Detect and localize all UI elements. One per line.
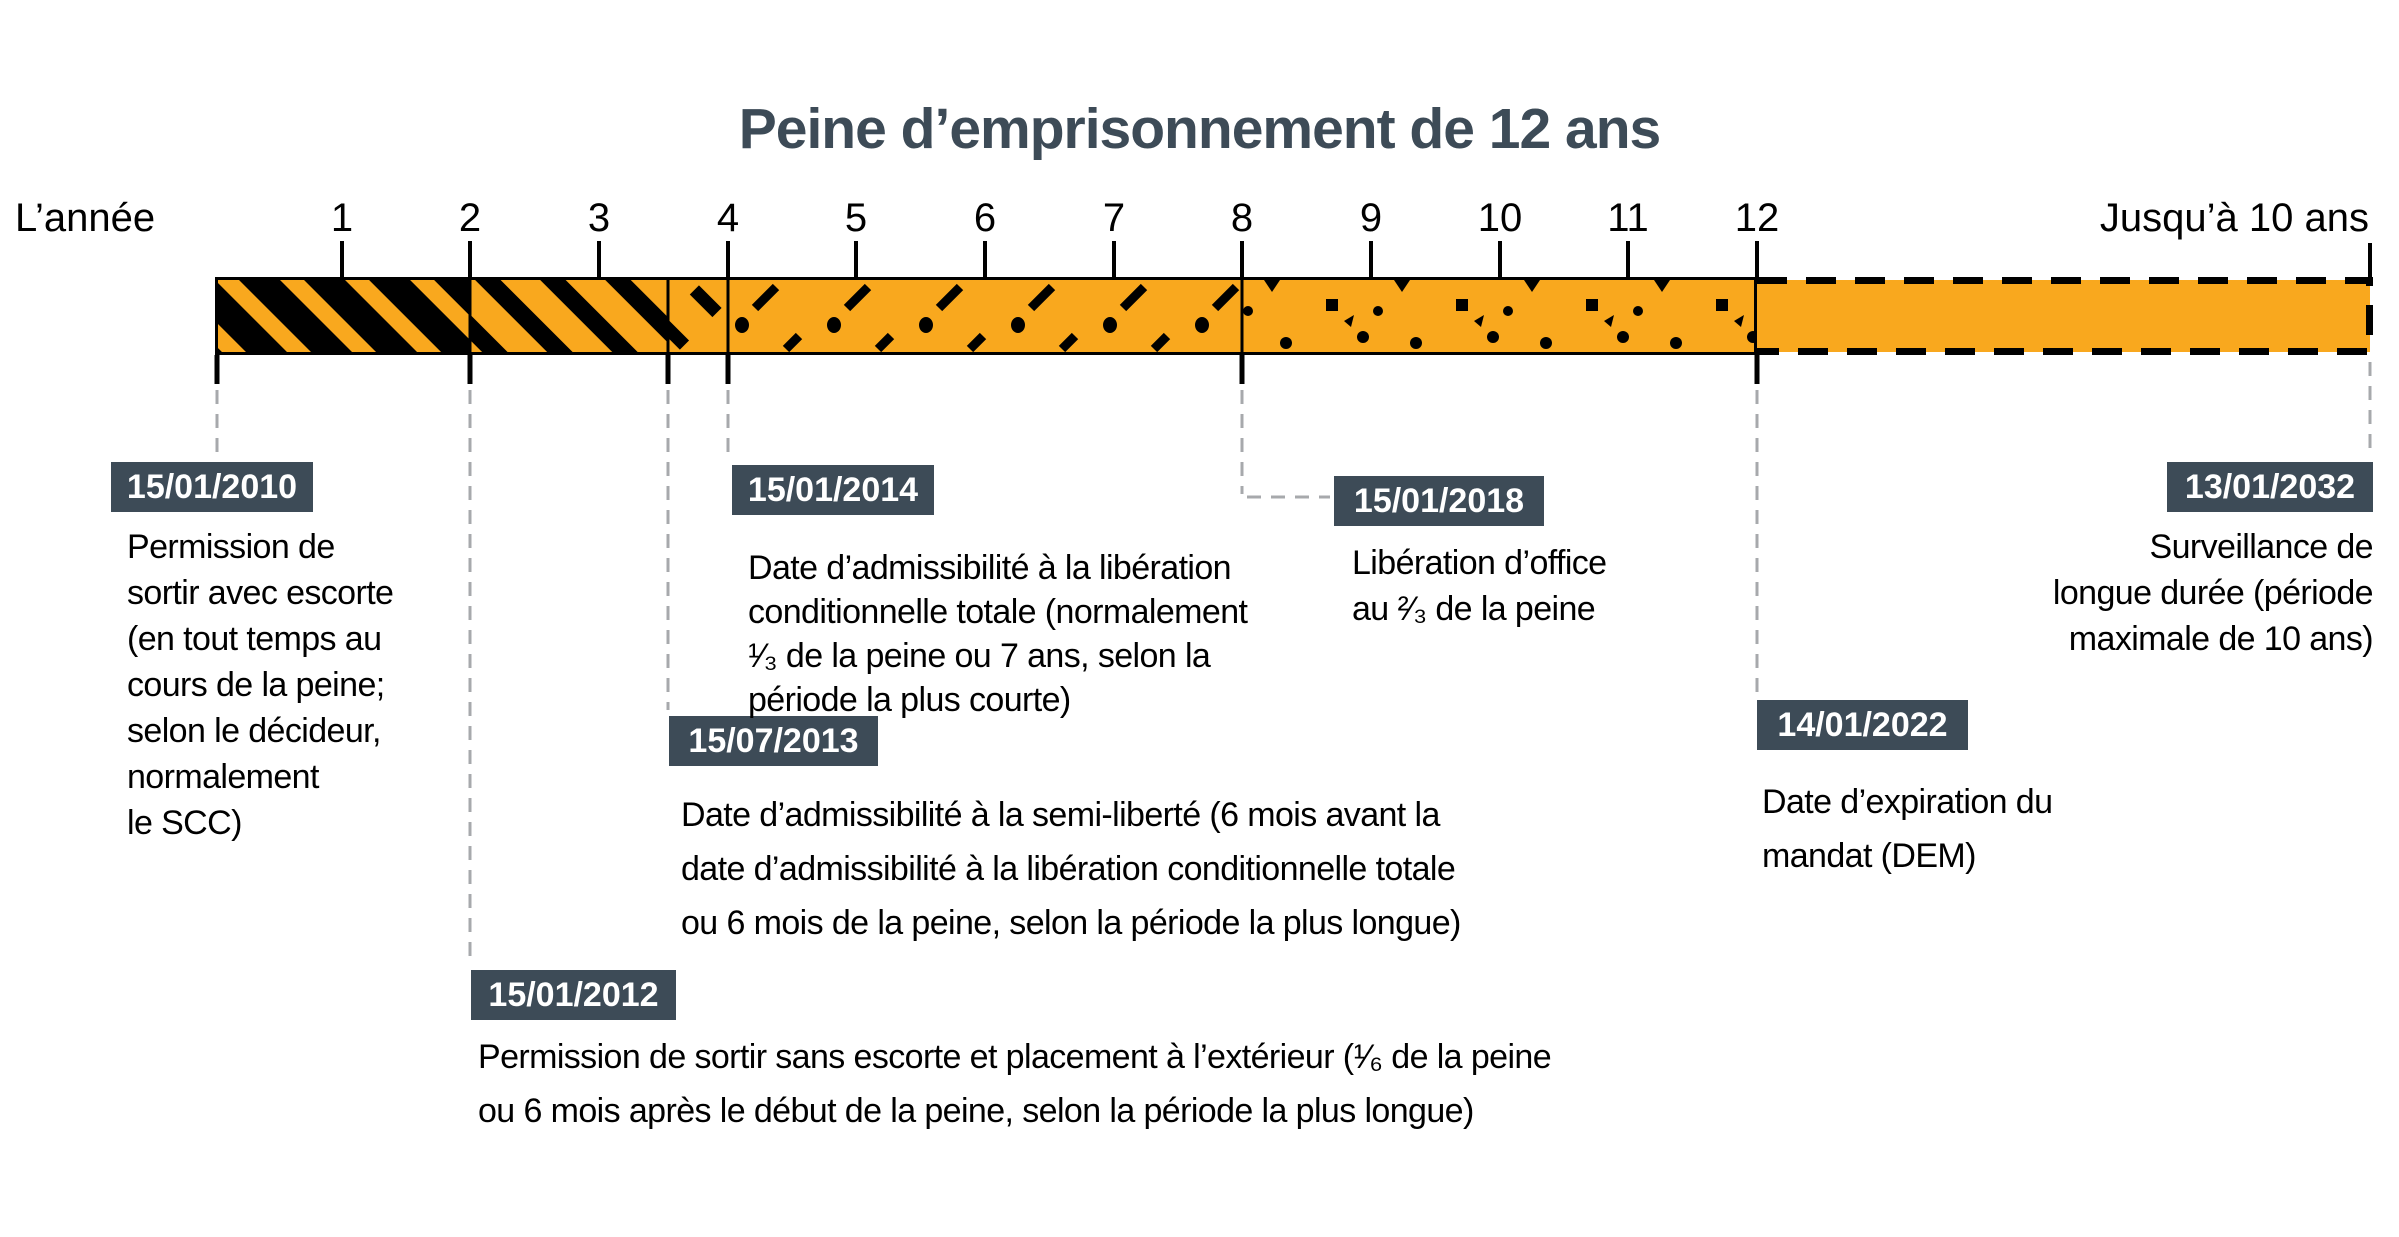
event-text-2022: Date d’expiration du mandat (DEM) [1762,783,2053,875]
page-title: Peine d’emprisonnement de 12 ans [738,97,1661,161]
year-label-8: 8 [1230,196,1254,240]
event-text-2012: Permission de sortir sans escorte et pla… [478,1038,1552,1130]
year-label-10: 10 [1477,196,1523,240]
year-label-3: 3 [587,196,611,240]
event-text-2010: Permission de sortir avec escorte (en to… [127,528,394,842]
year-label-5: 5 [844,196,868,240]
event-text-2018: Libération d’office au ²⁄₃ de la peine [1352,544,1607,628]
connector-lines [215,362,2372,964]
event-date-2022: 14/01/2022 [1757,700,1968,750]
year-label-4: 4 [716,196,740,240]
event-date-2012: 15/01/2012 [471,970,676,1020]
event-text-2014: Date d’admissibilité à la libération con… [748,549,1248,719]
year-label-7: 7 [1102,196,1126,240]
event-text-2032: Surveillance de longue durée (période ma… [2052,528,2374,658]
event-date-2013: 15/07/2013 [669,716,878,766]
year-label-9: 9 [1359,196,1383,240]
year-label-12: 12 [1734,196,1780,240]
bar-segments [215,277,2373,355]
event-date-2014: 15/01/2014 [732,465,934,515]
event-date-2018: 15/01/2018 [1334,476,1544,526]
event-date-2032: 13/01/2032 [2167,462,2373,512]
event-text-2013: Date d’admissibilité à la semi-liberté (… [681,796,1461,942]
year-label-2: 2 [458,196,482,240]
event-ticks-bottom [214,355,1760,384]
event-date-2010: 15/01/2010 [111,462,313,512]
year-label-1: 1 [330,196,354,240]
year-label-6: 6 [973,196,997,240]
axis-ticks-top [340,241,2372,281]
axis-right-label: Jusqu’à 10 ans [2099,196,2369,240]
year-label-11: 11 [1607,196,1649,240]
axis-left-label: L’année [15,196,156,240]
